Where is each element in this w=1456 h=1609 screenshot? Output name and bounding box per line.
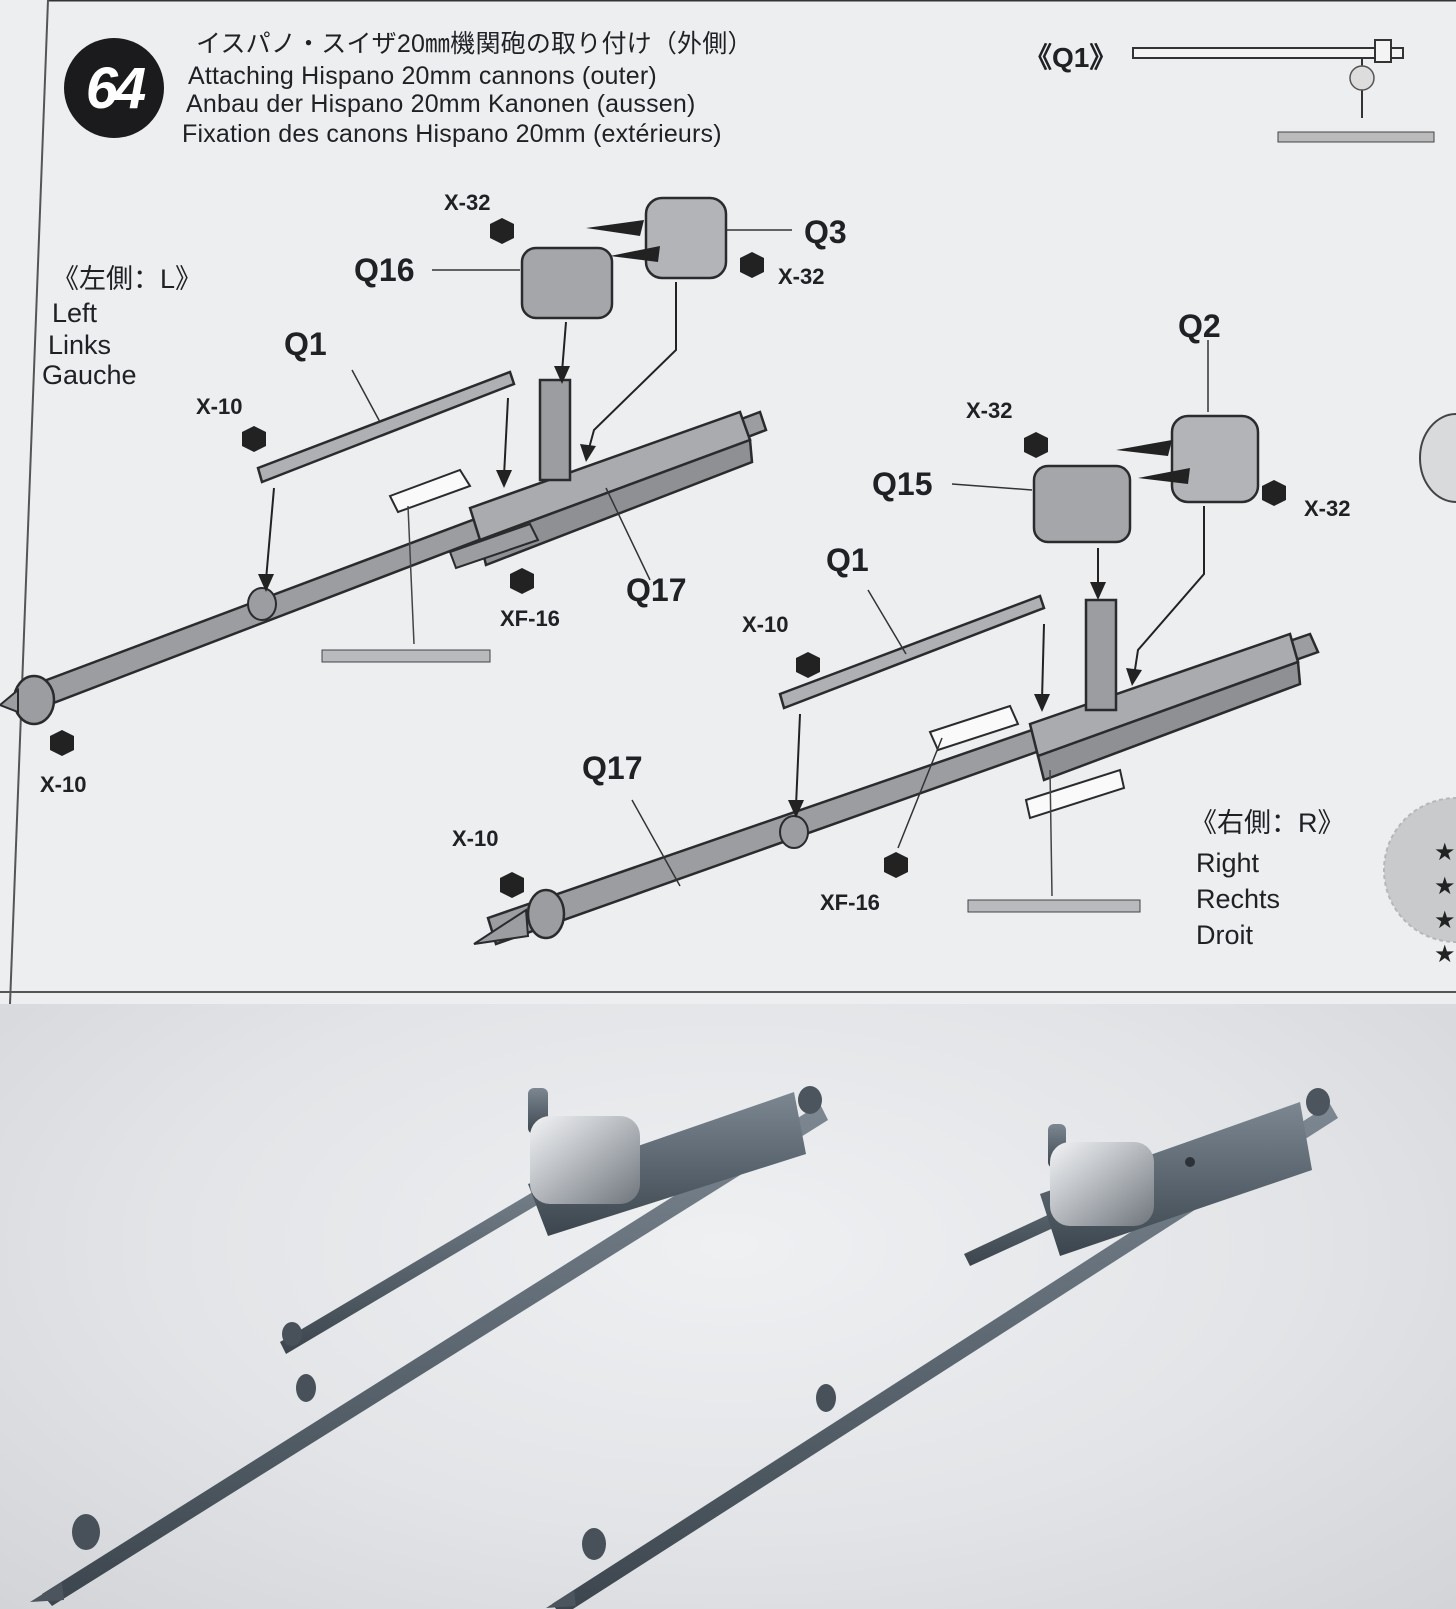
svg-text:★: ★ bbox=[1434, 941, 1456, 968]
label-x32-right-b: X-32 bbox=[1304, 496, 1351, 521]
q1-reference-label: 《Q1》 bbox=[1024, 42, 1118, 73]
left-side-fr: Gauche bbox=[42, 360, 137, 390]
step-title-jp: イスパノ・スイザ20㎜機関砲の取り付け（外側） bbox=[196, 30, 753, 58]
right-side-en: Right bbox=[1196, 848, 1260, 878]
label-q17-left: Q17 bbox=[626, 572, 687, 608]
label-q3: Q3 bbox=[804, 214, 847, 250]
right-side-de: Rechts bbox=[1196, 884, 1281, 914]
frame-left-line bbox=[9, 0, 49, 1004]
label-xf16-right: XF-16 bbox=[820, 890, 880, 915]
label-q2: Q2 bbox=[1178, 308, 1221, 344]
photo-right-cannon bbox=[546, 1088, 1338, 1609]
left-side-jp: 《左側：L》 bbox=[52, 264, 203, 294]
right-cannon-assembly bbox=[473, 340, 1320, 946]
model-photo bbox=[0, 1004, 1456, 1609]
label-xf16-left: XF-16 bbox=[500, 606, 560, 631]
step-title-de: Anbau der Hispano 20mm Kanonen (aussen) bbox=[186, 90, 696, 118]
label-q16: Q16 bbox=[354, 252, 415, 288]
label-x32-right-a: X-32 bbox=[966, 398, 1013, 423]
label-x10-left-a: X-10 bbox=[196, 394, 243, 419]
seal-edge bbox=[1383, 797, 1456, 943]
right-side-jp: 《右側：R》 bbox=[1190, 808, 1345, 838]
partial-part-edge bbox=[1419, 413, 1456, 503]
step-title-en: Attaching Hispano 20mm cannons (outer) bbox=[188, 62, 657, 90]
painted-cannons-photo bbox=[30, 1086, 1338, 1609]
label-q17-right: Q17 bbox=[582, 750, 643, 786]
left-side-en: Left bbox=[52, 298, 98, 328]
label-x32-left-a: X-32 bbox=[444, 190, 491, 215]
label-x32-left-b: X-32 bbox=[778, 264, 825, 289]
label-x10-left-b: X-10 bbox=[40, 772, 87, 797]
svg-text:★: ★ bbox=[1434, 839, 1456, 866]
label-x10-right-b: X-10 bbox=[452, 826, 499, 851]
photo-left-cannon bbox=[30, 1086, 828, 1606]
q1-reference-drawing bbox=[1132, 39, 1435, 143]
label-x10-right-a: X-10 bbox=[742, 612, 789, 637]
label-q1-left: Q1 bbox=[284, 326, 327, 362]
label-q1-right: Q1 bbox=[826, 542, 869, 578]
right-side-fr: Droit bbox=[1196, 920, 1254, 950]
left-cannon-assembly bbox=[0, 196, 792, 756]
assembly-diagram: ★ ★ ★ ★ bbox=[0, 0, 1456, 1004]
svg-text:★: ★ bbox=[1434, 873, 1456, 900]
instruction-sheet: ★ ★ ★ ★ 64 イスパノ・スイザ20㎜機関砲の取り付け（外側） Attac… bbox=[0, 0, 1456, 1004]
label-q15: Q15 bbox=[872, 466, 933, 502]
left-side-de: Links bbox=[48, 330, 112, 360]
step-title-fr: Fixation des canons Hispano 20mm (extéri… bbox=[182, 120, 722, 148]
step-number-badge: 64 bbox=[64, 38, 164, 138]
paint-hex bbox=[490, 218, 514, 244]
svg-text:★: ★ bbox=[1434, 907, 1456, 934]
